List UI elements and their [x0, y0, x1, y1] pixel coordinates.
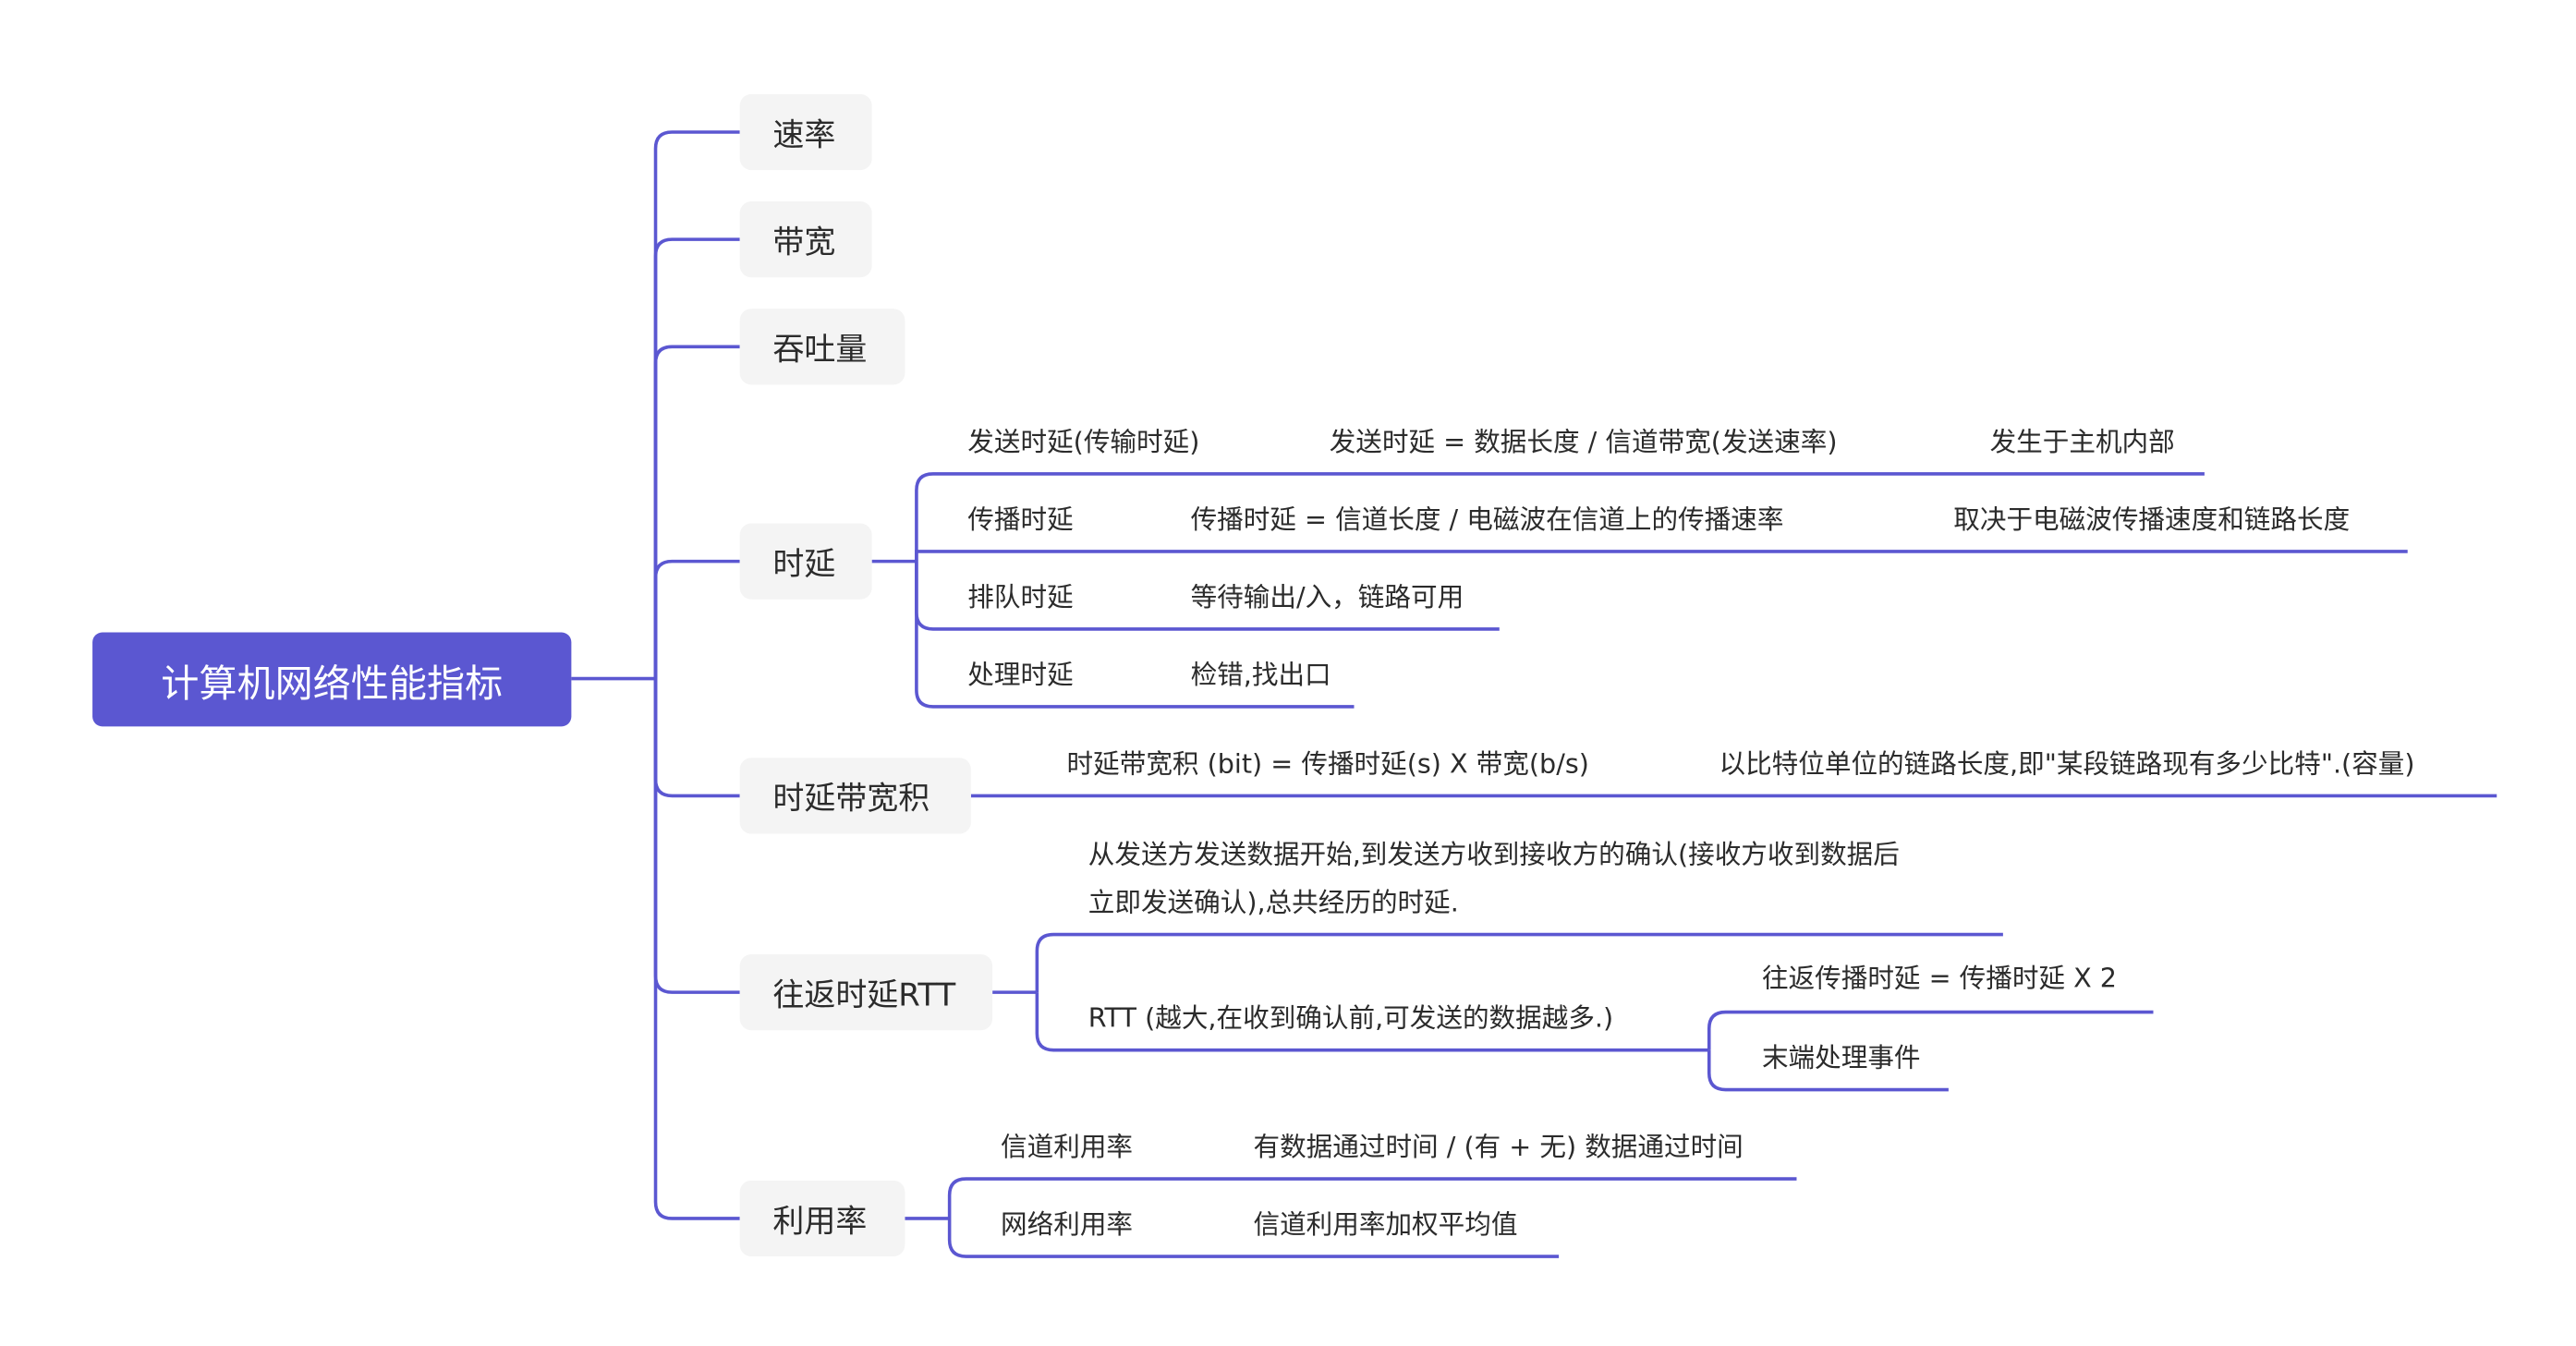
bdp-note[interactable]: 以比特位单位的链路长度,即"某段链路现有多少比特".(容量) [1719, 747, 2415, 780]
bdp-formula[interactable]: 时延带宽积 (bit) = 传播时延(s) X 带宽(b/s) [1066, 747, 1589, 780]
rtt-component-propagation[interactable]: 往返传播时延 = 传播时延 X 2 [1761, 962, 2118, 994]
processing-delay[interactable]: 处理时延 [967, 659, 1074, 691]
topic-bdp[interactable]: 时延带宽积 [739, 758, 971, 834]
transmission-delay[interactable]: 发送时延(传输时延) [967, 426, 1200, 458]
rtt-note[interactable]: RTT (越大,在收到确认前,可发送的数据越多.) [1088, 1001, 1614, 1034]
transmission-delay-note[interactable]: 发生于主机内部 [1989, 426, 2175, 458]
topic-rate[interactable]: 速率 [739, 93, 872, 171]
transmission-delay-formula[interactable]: 发送时延 = 数据长度 / 信道带宽(发送速率) [1329, 426, 1838, 458]
network-utilization-formula[interactable]: 信道利用率加权平均值 [1253, 1208, 1518, 1241]
propagation-delay-formula[interactable]: 传播时延 = 信道长度 / 电磁波在信道上的传播速率 [1190, 503, 1784, 536]
topic-bandwidth[interactable]: 带宽 [739, 201, 872, 278]
topic-throughput[interactable]: 吞吐量 [739, 309, 905, 385]
queuing-delay[interactable]: 排队时延 [967, 581, 1074, 613]
channel-utilization-formula[interactable]: 有数据通过时间 / (有 + 无) 数据通过时间 [1253, 1131, 1744, 1163]
channel-utilization[interactable]: 信道利用率 [1001, 1131, 1134, 1163]
topic-utilization[interactable]: 利用率 [739, 1180, 905, 1257]
propagation-delay[interactable]: 传播时延 [967, 503, 1074, 536]
root-topic[interactable]: 计算机网络性能指标 [92, 632, 572, 727]
queuing-delay-note[interactable]: 等待输出/入，链路可用 [1190, 581, 1464, 613]
rtt-definition-line2: 立即发送确认),总共经历的时延. [1088, 886, 1459, 918]
processing-delay-note[interactable]: 检错,找出口 [1190, 659, 1331, 691]
propagation-delay-note[interactable]: 取决于电磁波传播速度和链路长度 [1953, 503, 2351, 536]
topic-rtt[interactable]: 往返时延RTT [739, 954, 993, 1031]
rtt-component-processing[interactable]: 末端处理事件 [1761, 1041, 1921, 1073]
rtt-definition[interactable]: 从发送方发送数据开始,到发送方收到接收方的确认(接收方收到数据后 立即发送确认)… [1088, 831, 1900, 927]
network-utilization[interactable]: 网络利用率 [1001, 1208, 1134, 1241]
topic-delay[interactable]: 时延 [739, 523, 872, 600]
rtt-definition-line1: 从发送方发送数据开始,到发送方收到接收方的确认(接收方收到数据后 [1088, 838, 1900, 870]
